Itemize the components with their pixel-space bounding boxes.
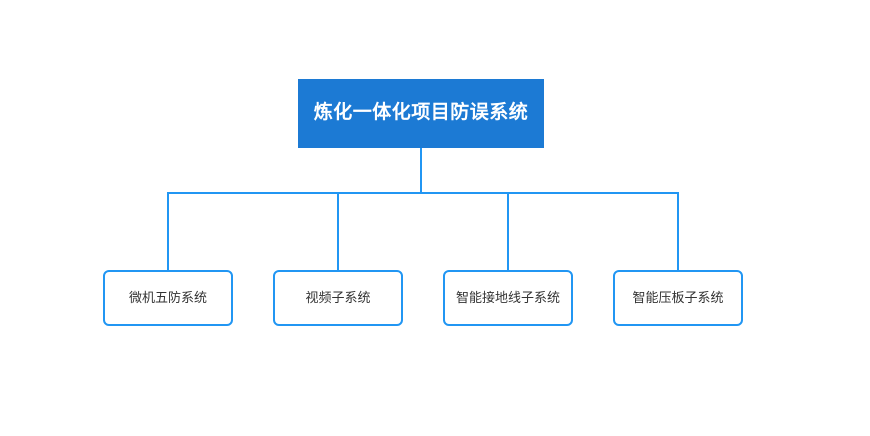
node-child-label: 微机五防系统 [128, 290, 207, 306]
node-child-shipin[interactable]: 视频子系统 [273, 270, 403, 326]
node-child-label: 智能接地线子系统 [455, 290, 560, 306]
node-child-label: 视频子系统 [305, 290, 371, 306]
node-child-yaban[interactable]: 智能压板子系统 [613, 270, 743, 326]
node-root[interactable]: 炼化一体化项目防误系统 [298, 79, 544, 148]
node-child-weiji-wufang[interactable]: 微机五防系统 [103, 270, 233, 326]
node-root-label: 炼化一体化项目防误系统 [313, 102, 529, 124]
node-child-jiedixian[interactable]: 智能接地线子系统 [443, 270, 573, 326]
node-child-label: 智能压板子系统 [632, 290, 724, 306]
